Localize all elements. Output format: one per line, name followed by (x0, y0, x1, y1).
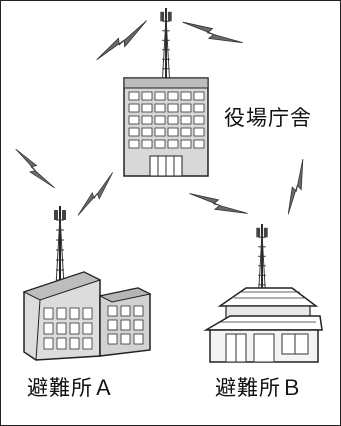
signal-icon (189, 181, 249, 226)
school-building-icon (22, 271, 152, 361)
office-building-icon (123, 77, 209, 177)
signal-icon (69, 171, 121, 216)
signal-icon (182, 9, 244, 56)
antenna-icon (159, 8, 173, 84)
town-hall-label: 役場庁舎 (224, 106, 312, 130)
shelter-a-label: 避難所Ａ (27, 376, 115, 400)
signal-icon (90, 20, 154, 61)
shelter-b-label: 避難所Ｂ (215, 376, 303, 400)
signal-icon (15, 141, 56, 196)
antenna-icon (53, 204, 67, 288)
house-icon (203, 287, 323, 363)
signal-icon (276, 158, 315, 215)
